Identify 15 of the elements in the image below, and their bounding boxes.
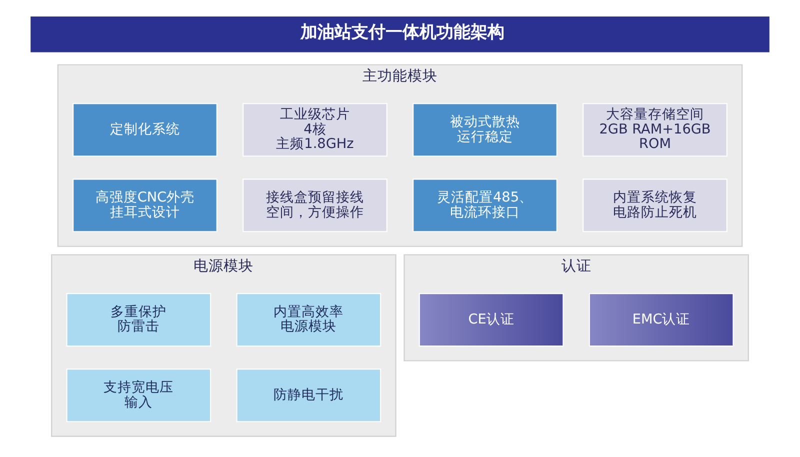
node-box: EMC认证 (588, 293, 734, 347)
node-box: 大容量存储空间 2GB RAM+16GB ROM (582, 103, 728, 157)
node-box: 接线盒预留接线 空间，方便操作 (242, 178, 388, 232)
node-box: 被动式散热 运行稳定 (412, 103, 558, 157)
node-box: 内置高效率 电源模块 (236, 293, 382, 347)
node-box: 防静电干扰 (236, 368, 382, 422)
node-box: 多重保护 防雷击 (66, 293, 212, 347)
node-box: 内置系统恢复 电路防止死机 (582, 178, 728, 232)
node-box: 定制化系统 (72, 103, 218, 157)
node-box: 工业级芯片 4核 主频1.8GHz (242, 103, 388, 157)
node-box: 灵活配置485、 电流环接口 (412, 178, 558, 232)
node-box: 支持宽电压 输入 (66, 368, 212, 422)
node-box: CE认证 (418, 293, 564, 347)
diagram-title: 加油站支付一体机功能架构 (300, 21, 504, 42)
node-box: 高强度CNC外壳 挂耳式设计 (72, 178, 218, 232)
